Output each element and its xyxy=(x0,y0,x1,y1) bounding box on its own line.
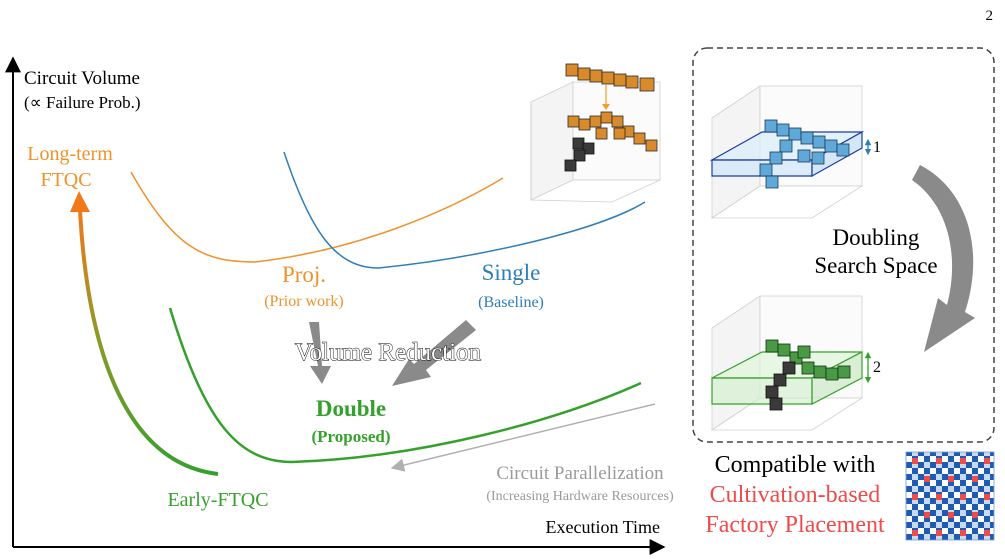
search-space-panel xyxy=(692,47,995,443)
height-two-label: 2 xyxy=(873,359,881,376)
x-axis-label: Execution Time xyxy=(545,517,660,537)
single-layer-box xyxy=(709,85,865,219)
projection-cubes-top xyxy=(565,63,655,92)
compat-line1: Compatible with xyxy=(715,452,876,478)
projection-cubes-mid xyxy=(567,111,658,152)
single-curve xyxy=(283,151,646,269)
compat-line2: Cultivation-based xyxy=(710,482,881,508)
double-layer-box xyxy=(710,295,864,431)
projection-box-illustration xyxy=(530,63,661,203)
single-sublabel: (Baseline) xyxy=(478,294,544,311)
parallelization-label-line1: Circuit Parallelization xyxy=(496,463,664,484)
blue-layer-cubes xyxy=(759,119,850,189)
factory-placement-grid-icon xyxy=(905,451,995,541)
dark-layer-cubes xyxy=(765,361,796,411)
doubling-label-line2: Search Space xyxy=(814,253,937,278)
proj-curve xyxy=(130,171,504,263)
projection-cubes-dark xyxy=(564,137,595,172)
ftqc-transition-arrow xyxy=(78,209,219,476)
double-sublabel: (Proposed) xyxy=(311,427,390,446)
y-axis-label-line1: Circuit Volume xyxy=(24,68,140,89)
early-ftqc-label: Early-FTQC xyxy=(167,489,268,511)
proj-label: Proj. xyxy=(282,262,326,287)
parallelization-label-line2: (Increasing Hardware Resources) xyxy=(486,489,674,504)
reduction-arrow-right xyxy=(392,320,476,386)
double-curve xyxy=(168,307,642,464)
compat-line3: Factory Placement xyxy=(705,512,885,538)
doubling-label-line1: Doubling xyxy=(833,225,920,250)
height-one-label: 1 xyxy=(873,139,881,156)
long-term-label-line1: Long-term xyxy=(27,143,113,165)
doubling-arrow xyxy=(912,165,975,352)
green-layer-cubes xyxy=(765,339,851,381)
double-label: Double xyxy=(316,396,386,421)
parallelization-arrow xyxy=(390,403,656,472)
y-axis-label-line2: (∝ Failure Prob.) xyxy=(24,93,141,112)
proj-sublabel: (Prior work) xyxy=(264,293,344,310)
single-label: Single xyxy=(482,260,541,285)
ftqc-transition-arrowhead xyxy=(70,191,90,212)
reduction-arrow-left xyxy=(309,322,331,384)
long-term-label-line2: FTQC xyxy=(40,169,91,191)
volume-reduction-label: Volume Reduction xyxy=(295,339,482,366)
page-number: 2 xyxy=(986,8,994,24)
